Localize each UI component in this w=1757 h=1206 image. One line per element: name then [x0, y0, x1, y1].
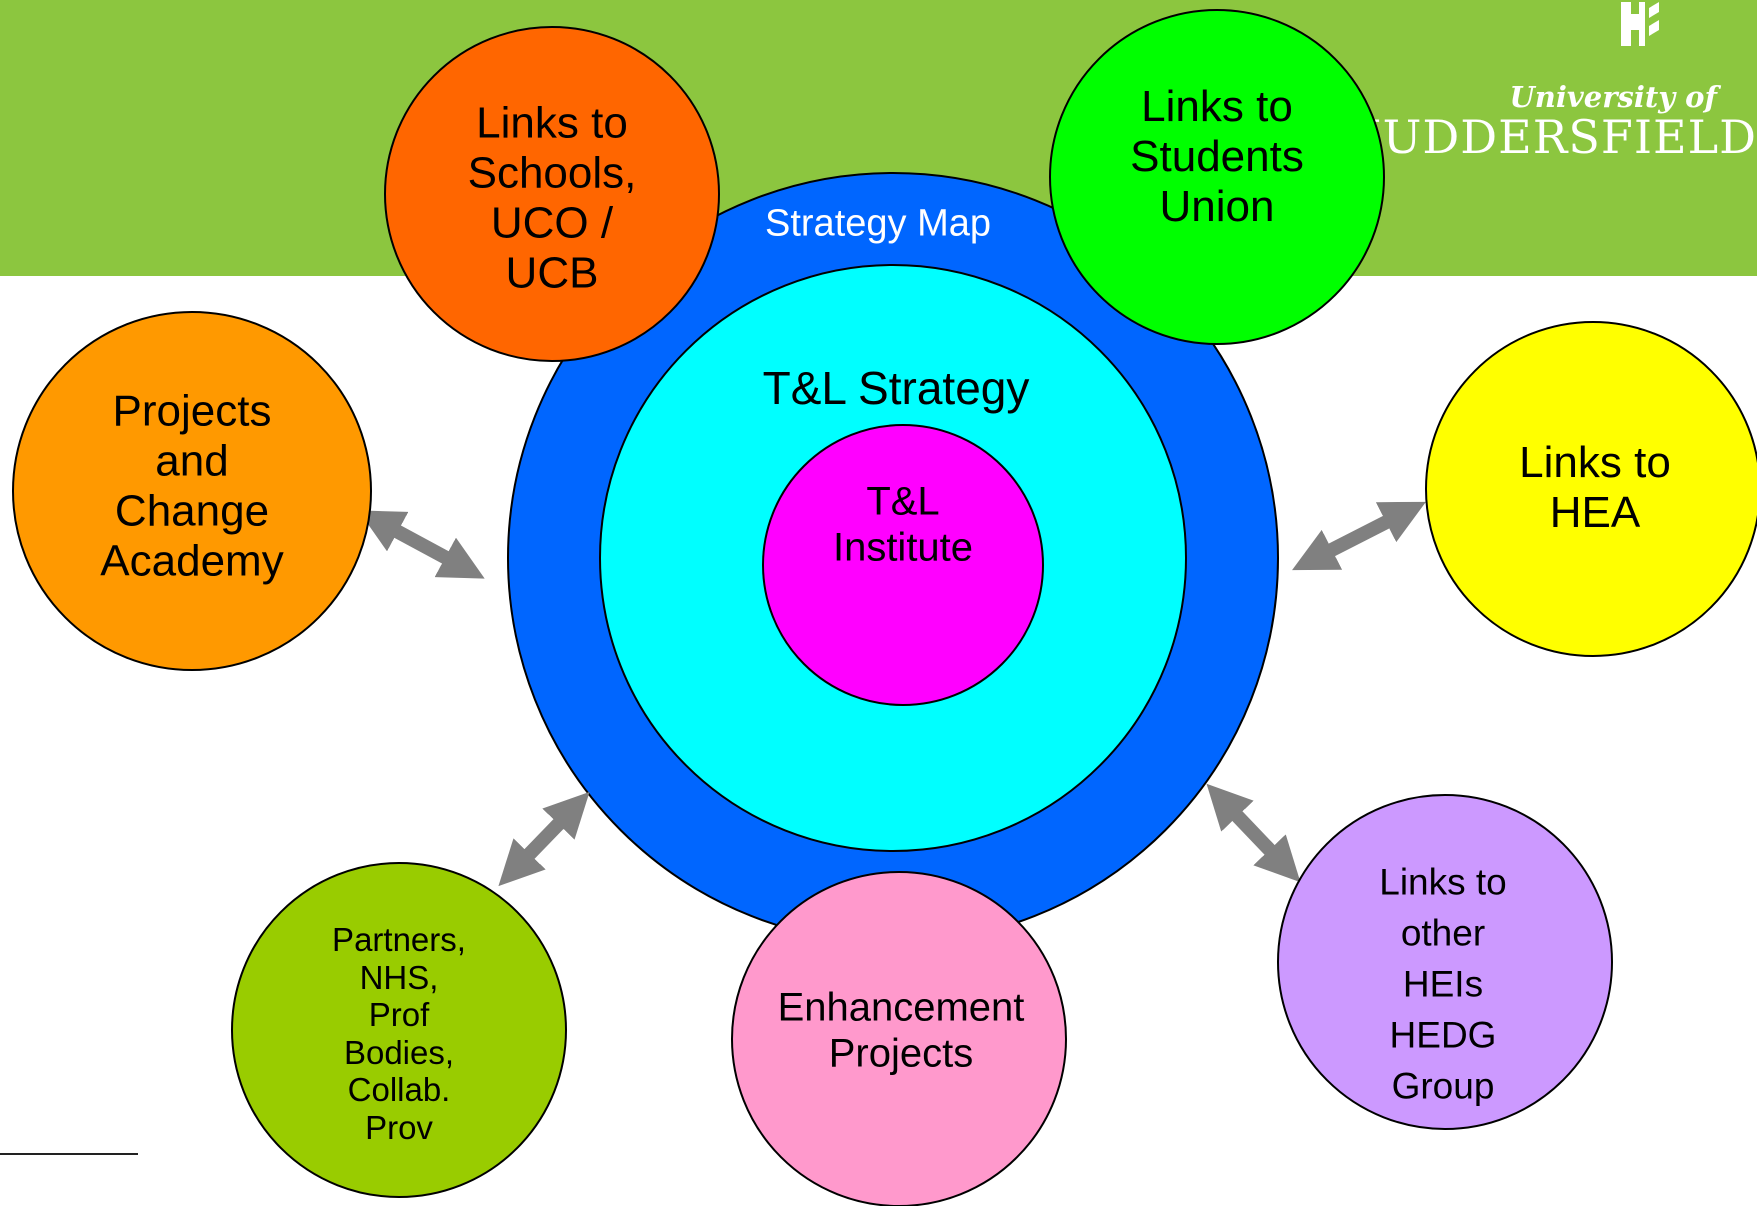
partners-label: Partners, NHS, Prof Bodies, Collab. Prov: [332, 921, 466, 1147]
enhancement-label: Enhancement Projects: [777, 985, 1025, 1075]
students-union-circle: [1049, 9, 1385, 345]
partners-circle: [231, 862, 567, 1198]
projects-change-label: Projects and Change Academy: [100, 386, 284, 587]
huddersfield-crest-icon: [1621, 2, 1659, 46]
university-logo: University of HUDDERSFIELD: [1342, 0, 1757, 164]
arrow-hea-link: [1292, 501, 1426, 571]
other-heis-circle: [1277, 794, 1613, 1130]
tl-institute-label: T&L Institute: [832, 479, 974, 569]
logo-huddersfield: HUDDERSFIELD: [1341, 110, 1757, 164]
schools-label: Links to Schools, UCO / UCB: [467, 98, 637, 299]
students-union-label: Links to Students Union: [1130, 81, 1304, 232]
logo-university-of: University of: [1509, 80, 1717, 114]
projects-change-circle: [12, 311, 372, 671]
hea-circle: [1425, 321, 1757, 657]
schools-circle: [384, 26, 720, 362]
arrow-partners-link: [498, 791, 590, 887]
enhancement-circle: [731, 871, 1067, 1206]
footer-rule: [0, 1153, 138, 1155]
arrow-heis-link: [1206, 783, 1301, 883]
tl-strategy-label: T&L Strategy: [762, 361, 1030, 414]
tl-institute-circle: [762, 424, 1044, 706]
strategy-map-label: Strategy Map: [765, 202, 991, 245]
arrow-projects-link: [358, 510, 485, 579]
other-heis-label: Links to other HEIs HEDG Group: [1379, 861, 1507, 1107]
hea-label: Links to HEA: [1519, 437, 1671, 537]
